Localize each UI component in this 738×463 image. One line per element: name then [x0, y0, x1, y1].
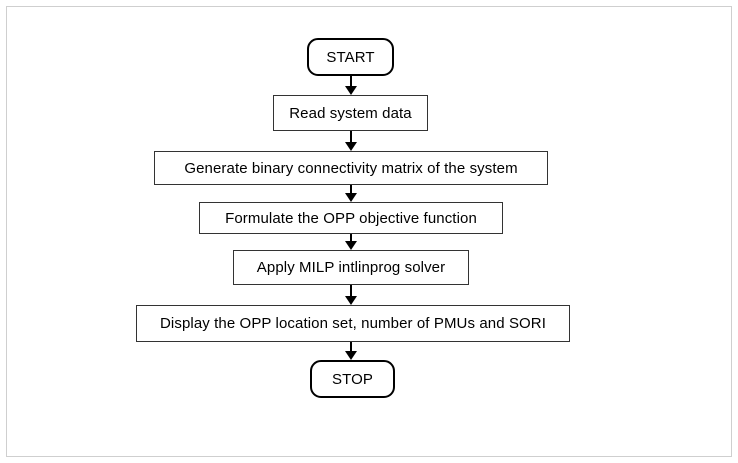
down-arrow-icon [345, 86, 357, 95]
flow-node-formulate-objective-function-label: Formulate the OPP objective function [225, 209, 477, 227]
connector-line [350, 131, 352, 142]
flow-node-read-system-data[interactable]: Read system data [273, 95, 428, 131]
connector-line [350, 185, 352, 193]
connector-line [350, 234, 352, 241]
flow-node-apply-milp-solver-label: Apply MILP intlinprog solver [256, 259, 446, 276]
connector-start-to-read [345, 76, 357, 95]
connector-read-to-generate [345, 131, 357, 151]
flow-node-display-results[interactable]: Display the OPP location set, number of … [136, 305, 570, 342]
flow-node-generate-connectivity-matrix[interactable]: Generate binary connectivity matrix of t… [154, 151, 548, 185]
connector-generate-to-formulate [345, 185, 357, 202]
connector-line [350, 342, 352, 351]
flow-node-apply-milp-solver[interactable]: Apply MILP intlinprog solver [233, 250, 469, 285]
flow-node-start[interactable]: START [307, 38, 394, 76]
connector-line [350, 76, 352, 86]
flow-node-start-label: START [326, 48, 375, 66]
flow-node-stop-label: STOP [332, 370, 373, 388]
flow-node-formulate-objective-function[interactable]: Formulate the OPP objective function [199, 202, 503, 234]
down-arrow-icon [345, 193, 357, 202]
connector-display-to-stop [345, 342, 357, 360]
down-arrow-icon [345, 142, 357, 151]
flow-node-generate-connectivity-matrix-label: Generate binary connectivity matrix of t… [184, 159, 518, 177]
down-arrow-icon [345, 296, 357, 305]
connector-apply-to-display [345, 285, 357, 305]
down-arrow-icon [345, 351, 357, 360]
flow-node-display-results-label: Display the OPP location set, number of … [159, 315, 547, 332]
connector-line [350, 285, 352, 296]
down-arrow-icon [345, 241, 357, 250]
flow-node-stop[interactable]: STOP [310, 360, 395, 398]
connector-formulate-to-apply [345, 234, 357, 250]
flow-node-read-system-data-label: Read system data [289, 104, 412, 122]
